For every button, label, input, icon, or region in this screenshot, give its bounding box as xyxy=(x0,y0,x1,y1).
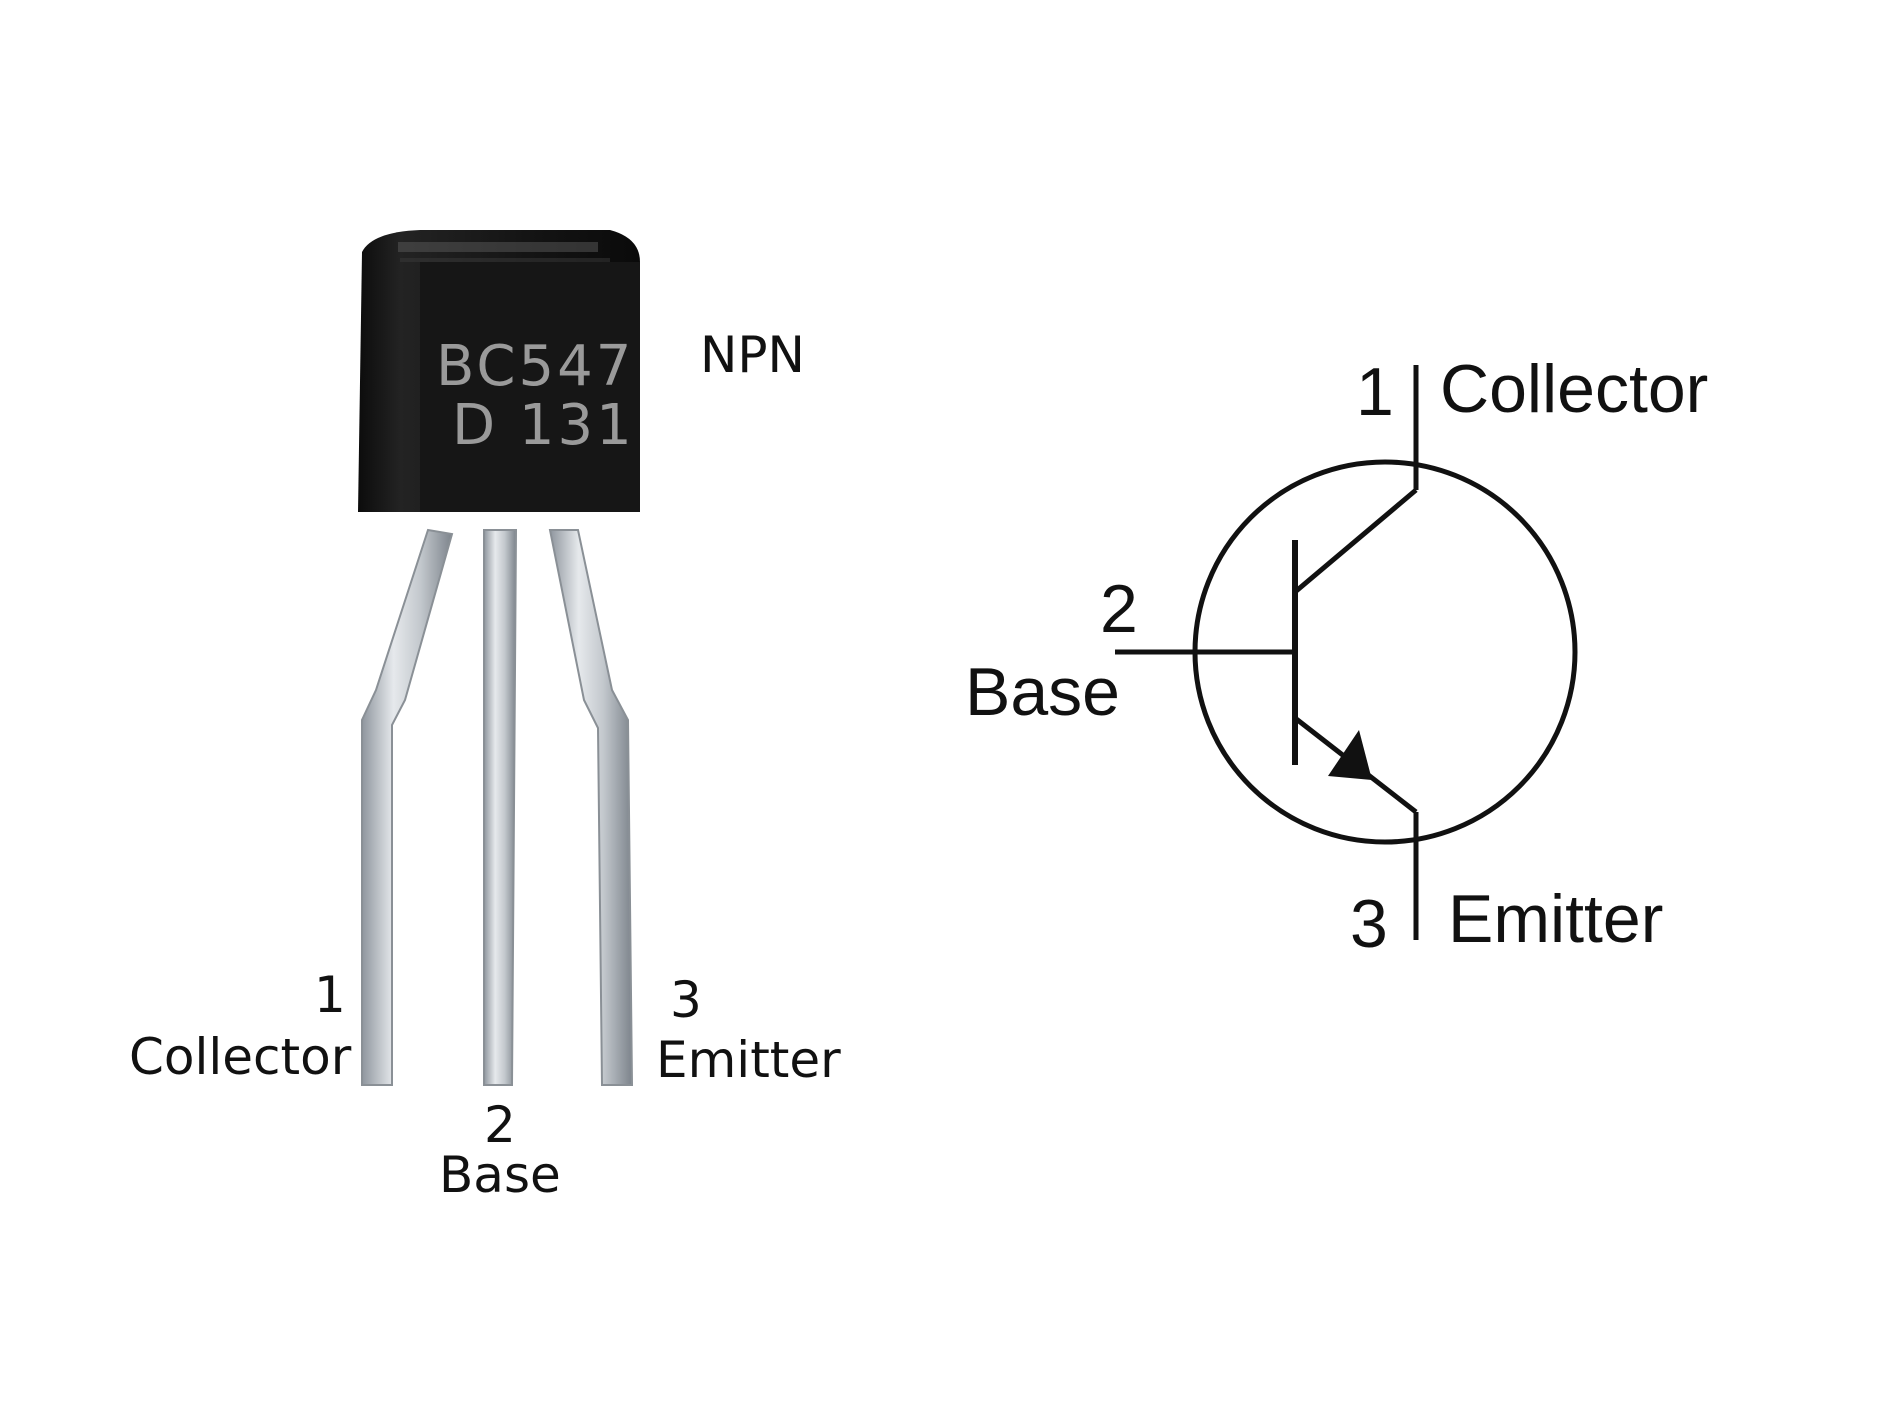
top-shine xyxy=(400,258,610,262)
lead-emitter xyxy=(548,529,634,1086)
body-flat-face xyxy=(420,262,640,512)
lead-base xyxy=(483,529,518,1086)
schem-pin2-name: Base xyxy=(965,654,1120,730)
photo-pin2-name: Base xyxy=(439,1146,561,1204)
photo-pin1-number: 1 xyxy=(314,966,346,1024)
photo-pin3-name: Emitter xyxy=(656,1031,841,1089)
schem-pin3-name: Emitter xyxy=(1448,881,1664,957)
schem-pin1-name: Collector xyxy=(1440,351,1709,427)
part-marking: BC547 xyxy=(436,334,635,399)
date-code-marking: D 131 xyxy=(452,393,635,458)
photo-pin2-number: 2 xyxy=(484,1096,516,1154)
schem-pin2-number: 2 xyxy=(1100,571,1138,647)
photo-pin1-name: Collector xyxy=(129,1028,352,1086)
lead-collector xyxy=(361,528,454,1086)
photo-pin3-number: 3 xyxy=(670,971,702,1029)
schem-pin3-number: 3 xyxy=(1350,886,1388,962)
schem-pin1-number: 1 xyxy=(1356,354,1394,430)
top-shine xyxy=(398,242,598,252)
emitter-arrow xyxy=(1328,730,1372,780)
collector-diagonal xyxy=(1293,488,1418,594)
type-label: NPN xyxy=(700,326,805,384)
